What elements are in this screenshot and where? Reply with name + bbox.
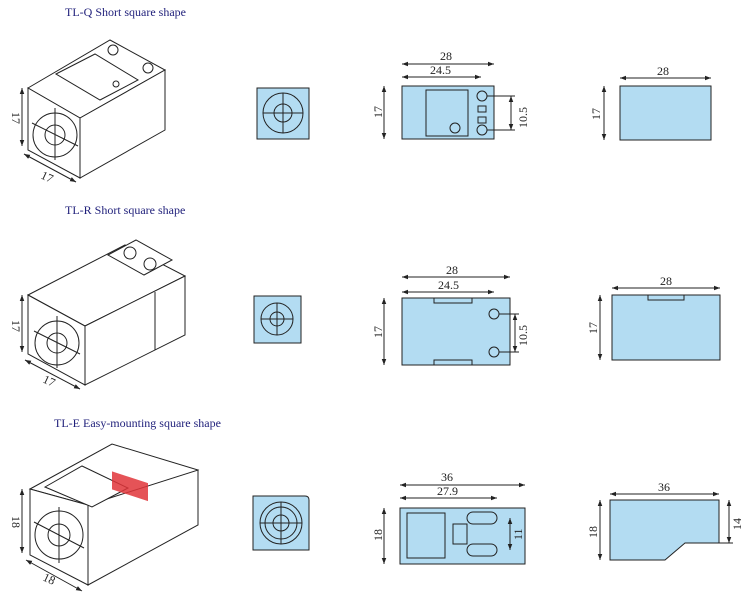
width-label: 28 [440,49,452,63]
height-label: 17 [586,322,600,334]
width-label: 28 [657,64,669,78]
height-label: 18 [371,529,385,541]
isometric-view: 18 18 [9,443,200,592]
front-view [253,295,302,344]
section-title: TL-R Short square shape [65,203,185,217]
width-label: 28 [446,263,458,277]
iso-width-label: 18 [41,570,58,588]
top-view: 28 24.5 17 10.5 [371,263,530,366]
highlight-mark [112,471,148,502]
inner-width-label: 27.9 [437,484,458,498]
width-label: 28 [660,274,672,288]
iso-width-label: 17 [39,168,56,186]
height-label: 17 [371,326,385,338]
side-view: 28 17 [589,64,712,141]
width-label: 36 [658,480,670,494]
inner-width-label: 24.5 [430,63,451,77]
height-label: 17 [589,108,603,120]
pitch-label: 10.5 [516,107,530,128]
front-view [256,87,310,140]
top-view: 36 27.9 18 11 [371,470,526,565]
isometric-view: 17 17 [9,39,167,186]
pitch-label: 10.5 [516,325,530,346]
side-view: 36 18 14 [586,480,744,561]
section-title: TL-E Easy-mounting square shape [54,416,221,430]
height-label: 18 [586,526,600,538]
iso-height-label: 17 [9,320,23,332]
isometric-view: 17 17 [9,239,187,390]
iso-height-label: 18 [9,516,23,528]
top-view: 28 24.5 17 10.5 [371,49,530,140]
inner-width-label: 24.5 [438,278,459,292]
front-view [252,495,310,551]
section-tl-e: TL-E Easy-mounting square shape 18 18 36… [9,416,744,592]
iso-height-label: 17 [9,112,23,124]
section-tl-r: TL-R Short square shape 17 17 28 24.5 17… [9,203,721,390]
height-label: 17 [371,106,385,118]
section-tl-q: TL-Q Short square shape 17 17 28 24.5 17… [9,5,712,186]
width-label: 36 [441,470,453,484]
side-view: 28 17 [586,274,721,361]
iso-width-label: 17 [41,372,58,390]
section-title: TL-Q Short square shape [65,5,186,19]
step-height-label: 14 [730,518,744,530]
pitch-label: 11 [511,528,525,540]
